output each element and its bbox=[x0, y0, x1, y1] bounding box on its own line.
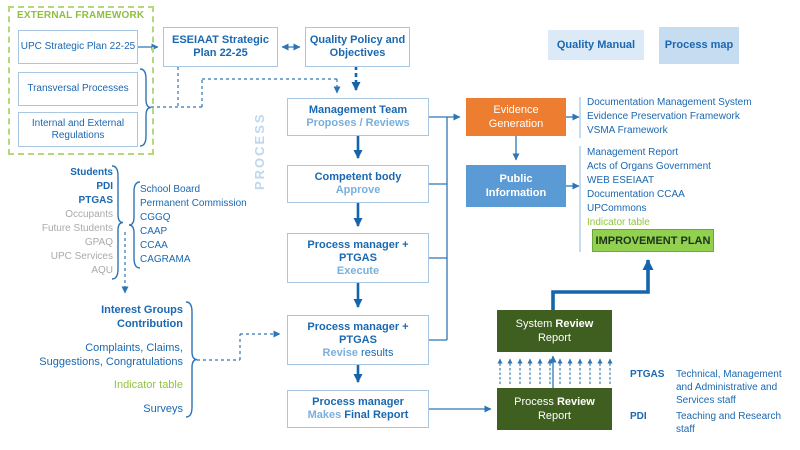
node-eseiaat-strategic-plan: ESEIAAT Strategic Plan 22-25 bbox=[163, 27, 278, 67]
process-vertical-label: PROCESS bbox=[252, 112, 267, 190]
list-item: CGGQ bbox=[140, 212, 171, 223]
list-item: CAAP bbox=[140, 226, 168, 237]
list-item: Management Report bbox=[587, 147, 679, 158]
list-item: AQU bbox=[91, 265, 113, 276]
list-item-indicator-table: Indicator table bbox=[587, 217, 650, 228]
list-item: Permanent Commission bbox=[140, 198, 247, 209]
node-process-manager-final-report: Process manager Makes Final Report bbox=[287, 390, 429, 428]
node-internal-external-regulations: Internal and External Regulations bbox=[18, 112, 138, 147]
node-public-information: Public Information bbox=[466, 165, 566, 207]
legend-ptgas-definition: Technical, Management and Administrative… bbox=[676, 369, 782, 406]
list-item: Students bbox=[70, 167, 113, 178]
list-item: CCAA bbox=[140, 240, 168, 251]
list-item: Documentation CCAA bbox=[587, 189, 685, 200]
complaints-text: Complaints, Claims, Suggestions, Congrat… bbox=[39, 342, 183, 368]
node-process-manager-execute: Process manager + PTGAS Execute bbox=[287, 233, 429, 283]
node-improvement-plan: IMPROVEMENT PLAN bbox=[592, 229, 714, 252]
governing-bodies-list: School Board Permanent Commission CGGQ C… bbox=[140, 183, 247, 267]
list-item: Acts of Organs Government bbox=[587, 161, 711, 172]
evidence-docs-list: Documentation Management System Evidence… bbox=[587, 96, 752, 138]
list-item: Occupants bbox=[65, 209, 113, 220]
node-upc-strategic-plan: UPC Strategic Plan 22-25 bbox=[18, 30, 138, 64]
list-item: UPCommons bbox=[587, 203, 647, 214]
list-item: Documentation Management System bbox=[587, 97, 752, 108]
interest-groups-title: Interest Groups Contribution bbox=[101, 304, 183, 330]
node-competent-body: Competent body Approve bbox=[287, 165, 429, 203]
legend-pdi-definition: Teaching and Research staff bbox=[676, 411, 782, 435]
node-system-review-report: System Review Report bbox=[497, 310, 612, 352]
list-item: WEB ESEIAAT bbox=[587, 175, 655, 186]
node-process-manager-revise: Process manager + PTGAS Revise results bbox=[287, 315, 429, 365]
chip-process-map: Process map bbox=[659, 27, 739, 64]
surveys-text: Surveys bbox=[143, 403, 183, 415]
node-quality-policy: Quality Policy and Objectives bbox=[305, 27, 410, 67]
list-item: CAGRAMA bbox=[140, 254, 191, 265]
stakeholders-list: Students PDI PTGAS Occupants Future Stud… bbox=[20, 166, 113, 278]
list-item: GPAQ bbox=[84, 237, 113, 248]
list-item: UPC Services bbox=[50, 251, 113, 262]
list-item: PTGAS bbox=[78, 195, 113, 206]
public-info-docs-list: Management Report Acts of Organs Governm… bbox=[587, 146, 711, 230]
list-item: VSMA Framework bbox=[587, 125, 668, 136]
node-evidence-generation: Evidence Generation bbox=[466, 98, 566, 136]
list-item: Future Students bbox=[41, 223, 113, 234]
list-item: School Board bbox=[140, 184, 201, 195]
legend-ptgas-term: PTGAS bbox=[630, 369, 665, 380]
indicator-table-text: Indicator table bbox=[113, 379, 183, 391]
list-item: PDI bbox=[96, 181, 113, 192]
list-item: Evidence Preservation Framework bbox=[587, 111, 740, 122]
node-management-team: Management Team Proposes / Reviews bbox=[287, 98, 429, 136]
node-process-review-report: Process Review Report bbox=[497, 388, 612, 430]
node-transversal-processes: Transversal Processes bbox=[18, 72, 138, 106]
external-framework-label: EXTERNAL FRAMEWORK bbox=[17, 10, 145, 21]
legend-pdi-term: PDI bbox=[630, 411, 647, 422]
external-framework-container bbox=[8, 6, 154, 155]
chip-quality-manual: Quality Manual bbox=[548, 30, 644, 60]
